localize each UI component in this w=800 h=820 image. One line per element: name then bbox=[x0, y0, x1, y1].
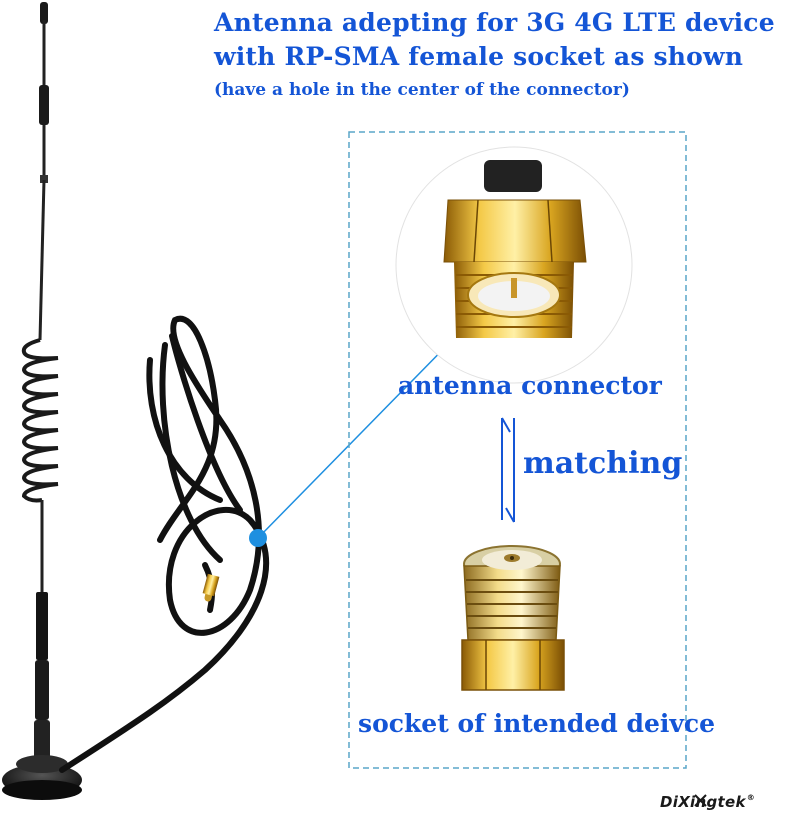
brand-name: DiXingtek bbox=[660, 793, 746, 811]
brand-reg-mark: ® bbox=[746, 793, 756, 802]
callout-box bbox=[348, 131, 687, 769]
matching-label: matching bbox=[523, 446, 683, 481]
socket-label: socket of intended deivce bbox=[358, 709, 715, 738]
header-line-2: with RP-SMA female socket as shown bbox=[214, 42, 744, 71]
header-text: Antenna adepting for 3G 4G LTE device wi… bbox=[214, 6, 794, 102]
device-socket-image bbox=[461, 545, 565, 691]
callout-line bbox=[257, 329, 463, 539]
brand-logo: DiXingtek® bbox=[660, 793, 755, 811]
antenna-connector-label: antenna connector bbox=[398, 371, 662, 400]
antenna bbox=[2, 2, 82, 800]
cable-connector bbox=[202, 573, 220, 597]
header-line-1: Antenna adepting for 3G 4G LTE device bbox=[214, 8, 775, 37]
brand-logo-icon bbox=[694, 794, 707, 807]
coiled-cable bbox=[59, 315, 270, 773]
antenna-connector-image bbox=[395, 146, 633, 384]
antenna-coil bbox=[21, 338, 59, 503]
callout-dot bbox=[249, 529, 267, 547]
matching-arrows bbox=[501, 417, 515, 523]
header-line-3: (have a hole in the center of the connec… bbox=[214, 80, 630, 100]
